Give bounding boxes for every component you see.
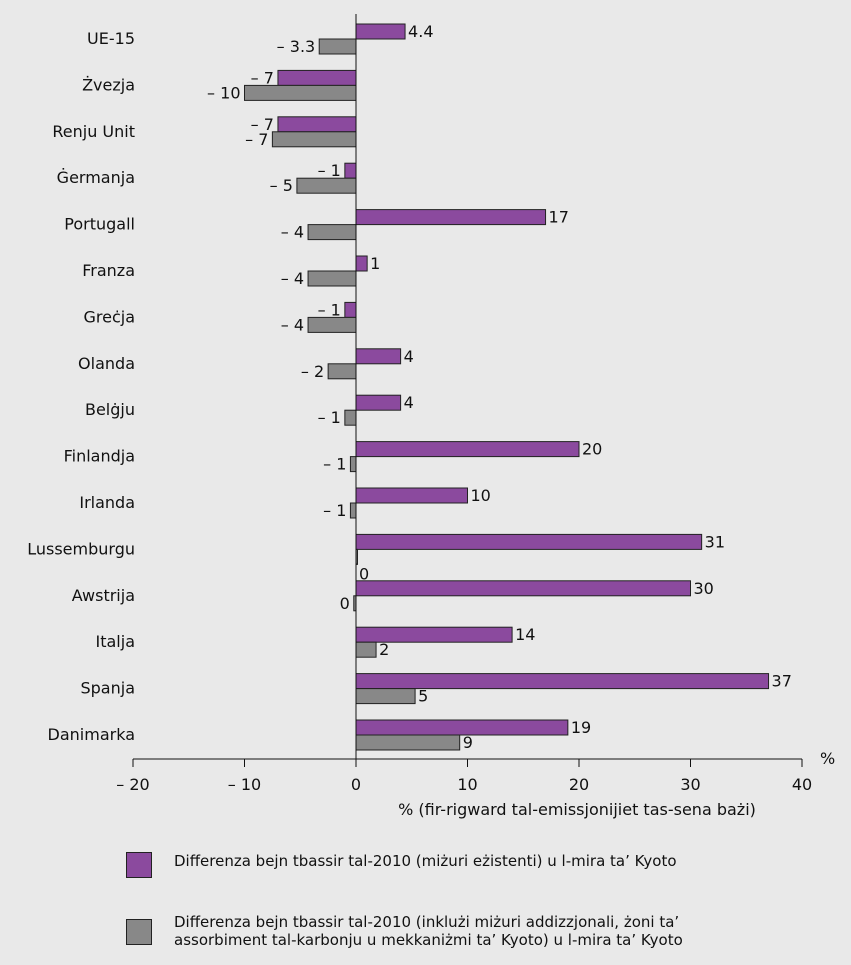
x-tick-label: 10 xyxy=(457,775,477,794)
bar-series-2 xyxy=(318,38,357,55)
category-label: Renju Unit xyxy=(52,122,135,141)
category-label: Spanja xyxy=(80,679,135,698)
data-label: 2 xyxy=(379,640,389,659)
bar-series-2 xyxy=(244,84,357,101)
data-label: 31 xyxy=(705,532,725,551)
bar-series-2 xyxy=(327,363,357,380)
category-label: Italja xyxy=(96,632,136,651)
bar-series-2 xyxy=(355,734,461,751)
data-label: – 7 xyxy=(251,68,274,87)
x-tick-label: 30 xyxy=(680,775,700,794)
data-label: – 1 xyxy=(318,161,341,180)
category-label: Portugall xyxy=(64,215,135,234)
legend-swatch-existing-measures xyxy=(126,852,152,878)
bar-series-2 xyxy=(344,409,357,426)
legend-item-additional-measures: Differenza bejn tbassir tal-2010 (inkluż… xyxy=(126,913,683,949)
bar-series-2 xyxy=(349,502,357,519)
category-label: Belġju xyxy=(85,400,135,419)
data-label: 19 xyxy=(571,718,591,737)
bar-series-2 xyxy=(307,224,357,241)
x-tick-label: 20 xyxy=(569,775,589,794)
bar-series-1 xyxy=(355,348,402,365)
bar-series-2 xyxy=(271,131,357,148)
legend-label-additional-measures: Differenza bejn tbassir tal-2010 (inkluż… xyxy=(174,913,683,949)
data-label: 17 xyxy=(549,208,569,227)
x-tick-label: 0 xyxy=(351,775,361,794)
category-label: Awstrija xyxy=(72,586,135,605)
bar-series-1 xyxy=(355,394,402,411)
data-label: – 1 xyxy=(318,408,341,427)
legend-item-existing-measures: Differenza bejn tbassir tal-2010 (miżuri… xyxy=(126,852,677,878)
data-label: 30 xyxy=(694,579,714,598)
data-label: – 10 xyxy=(207,83,240,102)
data-label: 20 xyxy=(582,440,602,459)
data-label: – 1 xyxy=(323,501,346,520)
category-label: Franza xyxy=(82,261,135,280)
bar-series-2 xyxy=(355,641,377,658)
data-label: 9 xyxy=(463,733,473,752)
data-label: – 4 xyxy=(281,269,304,288)
data-label: 4 xyxy=(404,393,414,412)
data-label: – 7 xyxy=(245,130,268,149)
bar-series-1 xyxy=(277,116,357,133)
data-label: 0 xyxy=(359,564,369,583)
data-label: – 1 xyxy=(323,455,346,474)
data-label: – 1 xyxy=(318,300,341,319)
data-label: – 7 xyxy=(251,115,274,134)
x-tick-label: – 10 xyxy=(228,775,261,794)
data-label: – 4 xyxy=(281,315,304,334)
x-axis-unit: % xyxy=(820,749,835,768)
data-label: – 4 xyxy=(281,223,304,242)
bar-series-2 xyxy=(355,688,416,705)
data-label: – 3.3 xyxy=(277,37,316,56)
data-label: 14 xyxy=(515,625,535,644)
category-label: Greċja xyxy=(83,307,135,326)
bar-series-2 xyxy=(349,456,357,473)
bar-series-1 xyxy=(277,69,357,86)
bar-series-1 xyxy=(355,209,547,226)
data-label: 4.4 xyxy=(408,22,433,41)
legend-label-existing-measures: Differenza bejn tbassir tal-2010 (miżuri… xyxy=(174,852,677,870)
data-label: – 5 xyxy=(270,176,293,195)
category-label: Lussemburgu xyxy=(27,539,135,558)
data-label: 37 xyxy=(772,672,792,691)
x-axis-title: % (fir-rigward tal-emissjonijiet tas-sen… xyxy=(398,800,756,819)
category-label: Ġermanja xyxy=(57,168,135,187)
x-tick-label: – 20 xyxy=(116,775,149,794)
data-label: 0 xyxy=(340,594,350,613)
bar-series-1 xyxy=(355,580,691,597)
bar-series-1 xyxy=(355,23,406,40)
category-label: Żvezja xyxy=(82,75,135,94)
data-label: 5 xyxy=(418,687,428,706)
bar-series-1 xyxy=(355,255,368,272)
bar-series-1 xyxy=(355,487,468,504)
data-label: 10 xyxy=(471,486,491,505)
legend-swatch-additional-measures xyxy=(126,919,152,945)
data-label: 4 xyxy=(404,347,414,366)
bar-series-2 xyxy=(307,270,357,287)
bar-series-1 xyxy=(355,533,703,550)
category-label: Olanda xyxy=(78,354,135,373)
category-label: Irlanda xyxy=(79,493,135,512)
category-label: UE-15 xyxy=(87,29,135,48)
bar-series-1 xyxy=(344,301,357,318)
bar-series-1 xyxy=(344,162,357,179)
category-label: Danimarka xyxy=(48,725,135,744)
bar-series-1 xyxy=(355,441,580,458)
bar-series-2 xyxy=(307,316,357,333)
x-tick-label: 40 xyxy=(792,775,812,794)
data-label: – 2 xyxy=(301,362,324,381)
data-label: 1 xyxy=(370,254,380,273)
bar-series-2 xyxy=(296,177,357,194)
category-label: Finlandja xyxy=(64,447,135,466)
